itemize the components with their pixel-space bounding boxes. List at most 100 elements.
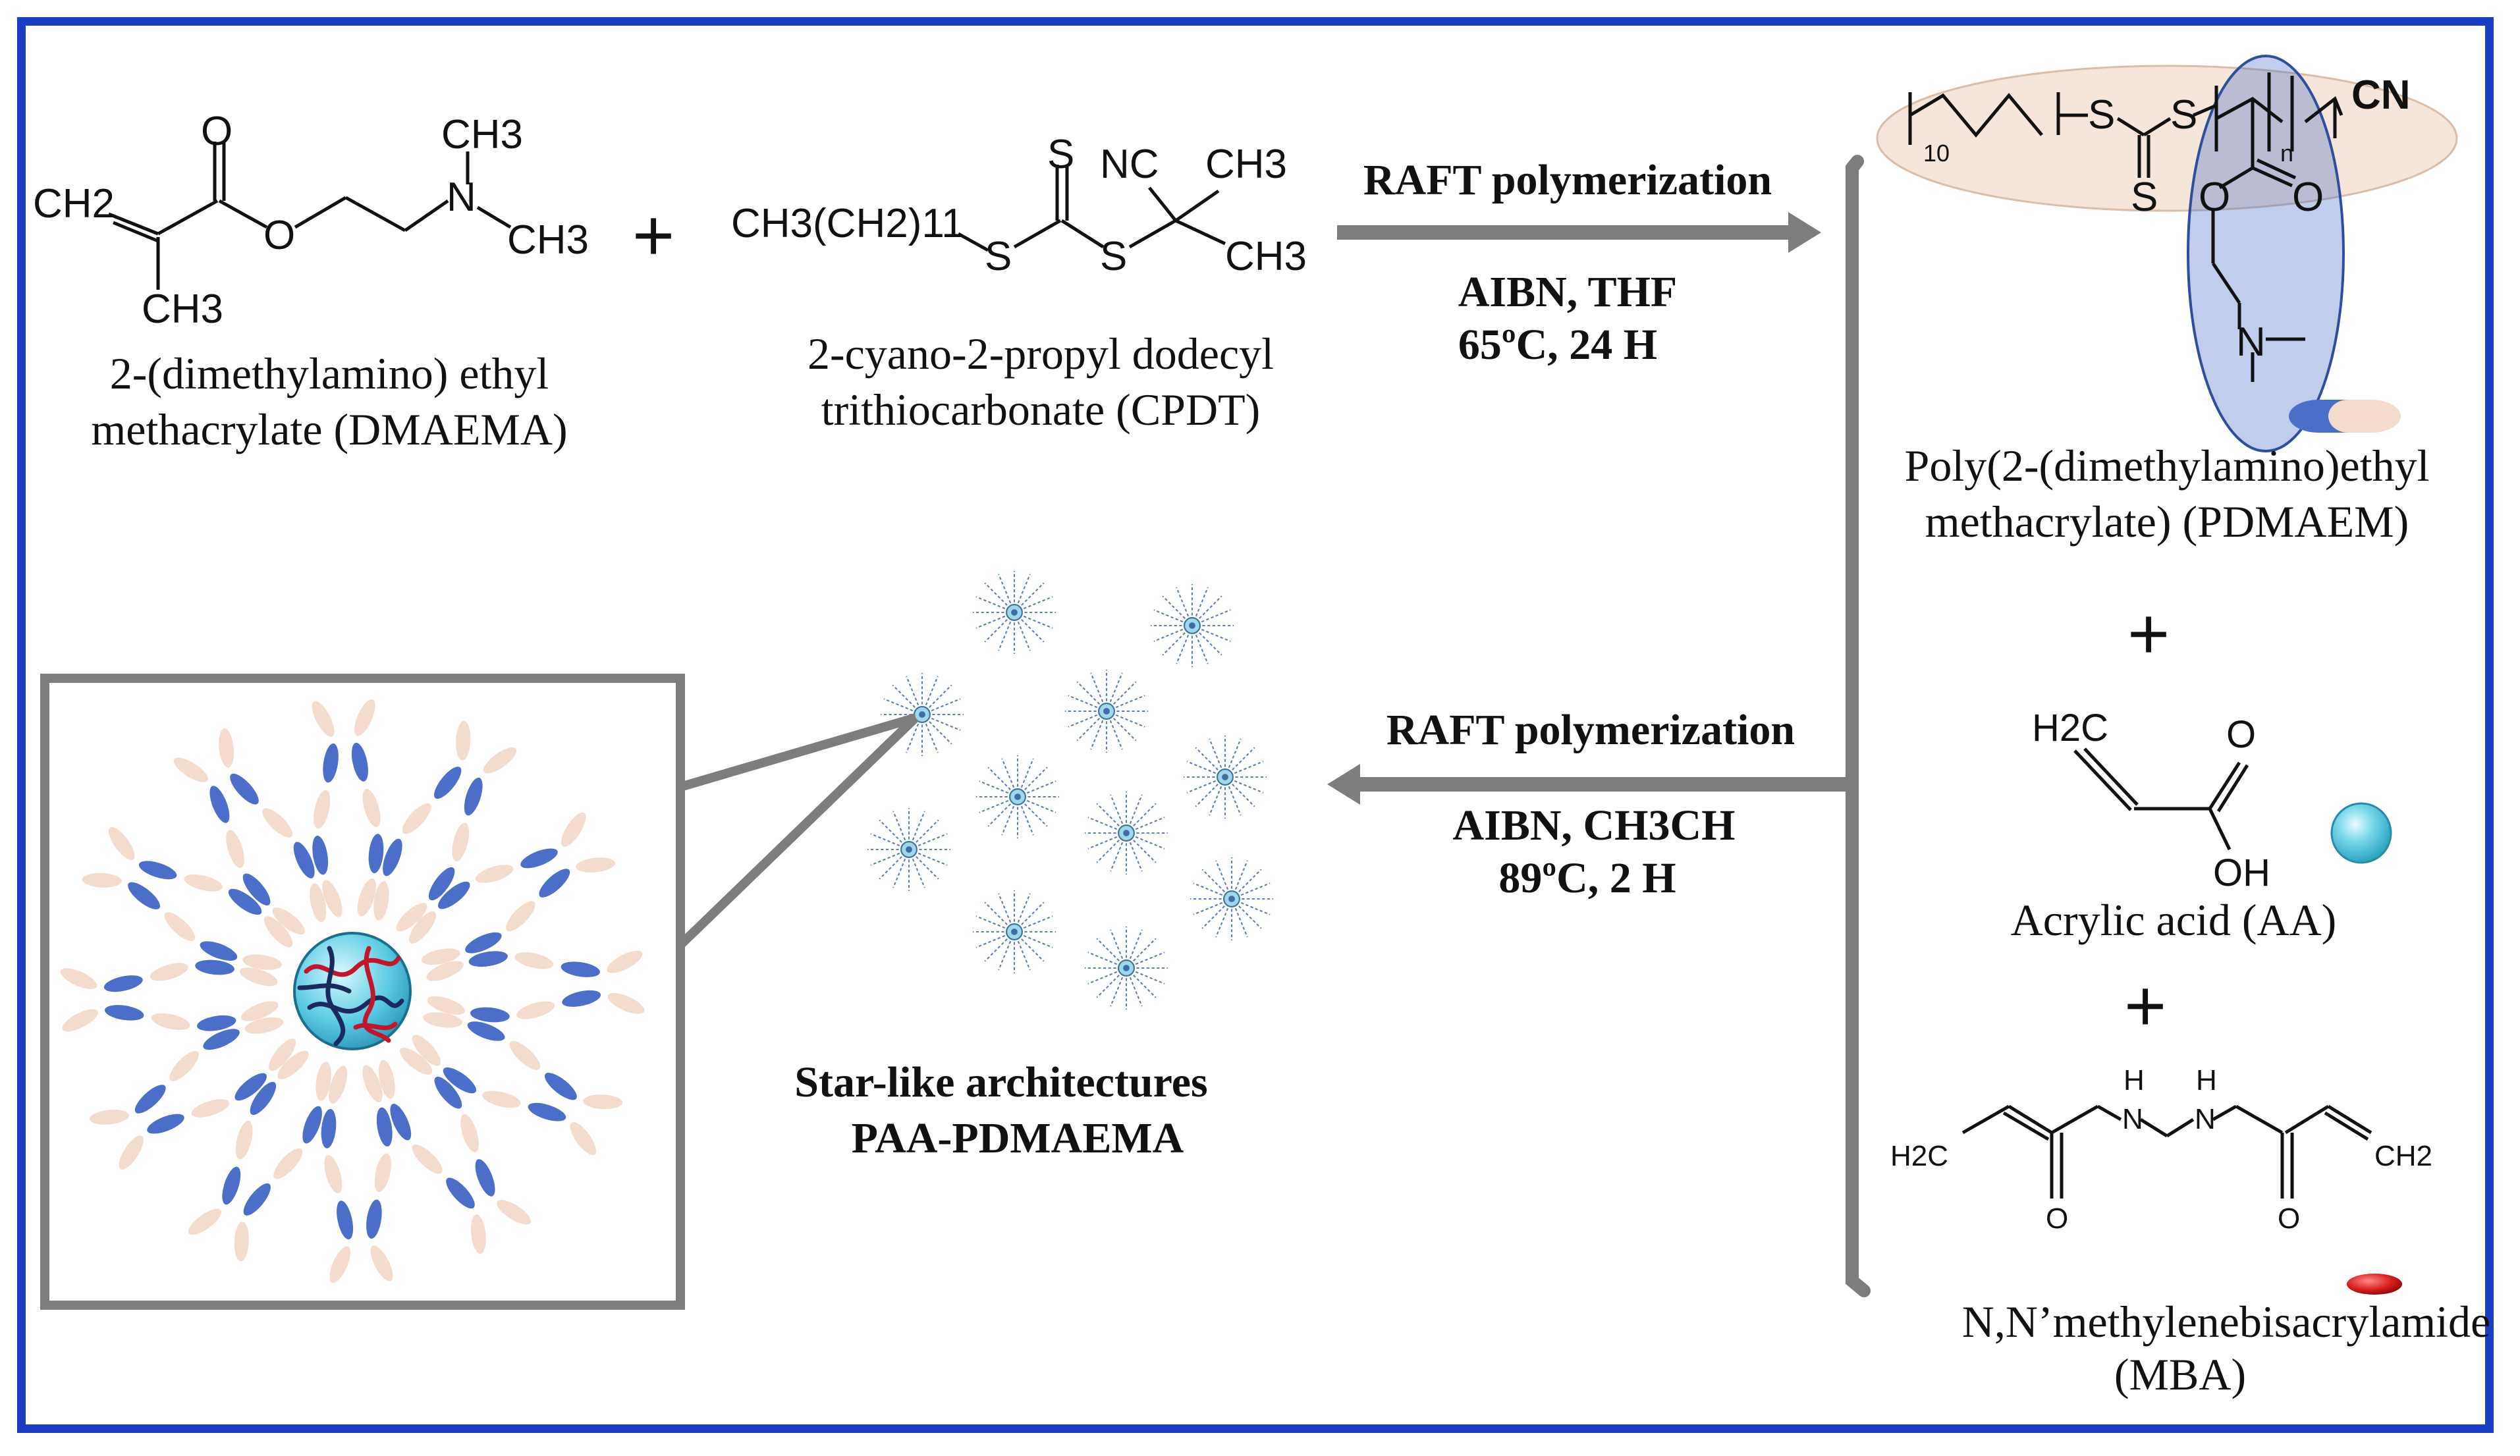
star-arm-segment — [570, 1121, 597, 1156]
star-arm-segment — [314, 790, 331, 829]
dmaema-atom-o-carbonyl: O — [201, 109, 233, 154]
star-arm-segment — [583, 1094, 623, 1110]
aa-sphere-icon — [2330, 802, 2392, 864]
star-arm-segment — [475, 1159, 495, 1197]
aa-atom-oh: OH — [2213, 851, 2270, 894]
mini-star — [1182, 734, 1268, 820]
star-arm-segment — [329, 1065, 348, 1104]
star-arm-segment — [272, 907, 305, 934]
aa-structure — [2073, 747, 2249, 851]
pdmaema-atom-cn: CN — [2351, 72, 2411, 118]
pdmaema-atom-s2: S — [2170, 92, 2197, 138]
cta-block-highlight — [1876, 65, 2458, 212]
mba-atom-h2: H — [2196, 1064, 2217, 1096]
star-arm-segment — [242, 954, 282, 970]
star-arm-segment — [383, 838, 402, 876]
dmaema-atom-ch2: CH2 — [33, 181, 115, 227]
star-arm-segment — [443, 1067, 477, 1094]
star-arm-segment — [262, 808, 293, 838]
dmaema-structure — [108, 142, 512, 290]
mba-structure — [1961, 1104, 2372, 1199]
star-arm-segment — [293, 842, 315, 878]
star-arm-segment — [544, 1073, 577, 1100]
zoom-callout — [40, 674, 919, 1310]
star-arm-segment — [576, 857, 615, 873]
star-arm-segment — [240, 967, 278, 986]
star-arm-segment — [242, 873, 271, 905]
star-arm-segment — [104, 1005, 144, 1021]
mba-atom-n2: N — [2195, 1103, 2216, 1135]
star-arm-segment — [434, 767, 462, 799]
star-arm-segment — [312, 836, 329, 875]
star-arm-segment — [362, 788, 381, 827]
star-polymer-zoom — [60, 699, 645, 1283]
aa-name: Acrylic acid (AA) — [2011, 895, 2337, 945]
mba-name-line2: (MBA) — [2114, 1349, 2246, 1399]
star-arm-segment — [200, 941, 238, 961]
pdmaema-atom-s1: S — [2088, 92, 2115, 138]
star-arm-segment — [203, 1029, 240, 1050]
step2-title: RAFT polymerization — [1386, 706, 1795, 754]
star-arm-segment — [351, 742, 368, 782]
star-arm-segment — [329, 1246, 351, 1283]
star-arm-segment — [150, 963, 188, 981]
pdmaema-atom-s-thione: S — [2131, 175, 2158, 220]
star-arm-segment — [412, 1035, 441, 1066]
star-arm-segment — [366, 1199, 382, 1239]
star-arm-segment — [273, 1148, 303, 1179]
pdmaema-name-line1: Poly(2-(dimethylamino)ethyl — [1905, 441, 2430, 491]
star-arm-segment — [497, 1200, 532, 1225]
star-arm-segment — [607, 992, 645, 1014]
star-arm-segment — [323, 743, 339, 783]
star-arm-segment — [82, 873, 122, 888]
star-arm-segment — [244, 1017, 284, 1034]
star-arm-segment — [400, 1048, 433, 1075]
star-arm-segment — [465, 932, 502, 954]
step1-conditions-line1: AIBN, THF — [1458, 268, 1678, 316]
pdmaema-sub-n: n — [2280, 140, 2293, 167]
aa-atom-o: O — [2226, 713, 2256, 756]
plus-sign-1: + — [632, 195, 674, 276]
cpdt-atom-s1: S — [985, 234, 1012, 279]
mba-atom-h1: H — [2123, 1064, 2145, 1096]
mba-ellipse-icon — [2347, 1274, 2402, 1295]
star-arm-segment — [409, 911, 436, 944]
step2-arrow — [1327, 764, 1857, 805]
star-arm-segment — [243, 1183, 271, 1216]
star-arm-segment — [426, 961, 464, 981]
step2-conditions-line2: 89ºC, 2 H — [1498, 854, 1676, 902]
star-arm-segment — [62, 1009, 98, 1032]
star-arm-segment — [427, 996, 465, 1015]
dmaema-atom-n: N — [447, 175, 476, 220]
pdmaema-atom-n: N — [2236, 319, 2266, 365]
cpdt-atom-s2: S — [1100, 234, 1127, 279]
dmaema-atom-o-ester: O — [263, 213, 295, 258]
star-arm-segment — [373, 881, 389, 921]
star-arm-segment — [138, 861, 177, 880]
star-arm-segment — [322, 880, 342, 917]
star-arm-segment — [324, 1155, 342, 1194]
star-arm-segment — [354, 699, 375, 736]
star-arm-segment — [468, 951, 508, 967]
mini-star — [1064, 668, 1149, 754]
star-arm-segment — [128, 882, 161, 909]
pdmaema-block-highlight — [2187, 55, 2345, 452]
cpdt-atom-ch3-bottom: CH3 — [1225, 234, 1307, 279]
star-arm-segment — [362, 1065, 383, 1102]
star-arm-segment — [169, 1050, 199, 1081]
plus-sign-2: + — [2127, 593, 2170, 674]
star-arm-segment — [302, 1106, 322, 1144]
mba-atom-ch2: CH2 — [2374, 1140, 2432, 1172]
star-arm-segment — [315, 1062, 331, 1101]
star-arm-segment — [90, 1110, 129, 1125]
step1-conditions-line2: 65ºC, 24 H — [1458, 321, 1657, 369]
star-arm-segment — [234, 1073, 267, 1101]
mini-star — [1189, 856, 1274, 942]
star-arm-segment — [250, 1081, 277, 1116]
star-arm-segment — [446, 1177, 475, 1209]
dmaema-atom-ch3-right: CH3 — [507, 217, 589, 263]
pdmaema-sub-10: 10 — [1923, 140, 1950, 167]
pdmaema-atom-o1: O — [2199, 175, 2230, 220]
mini-star — [975, 754, 1060, 840]
star-arm-segment — [269, 1038, 296, 1071]
